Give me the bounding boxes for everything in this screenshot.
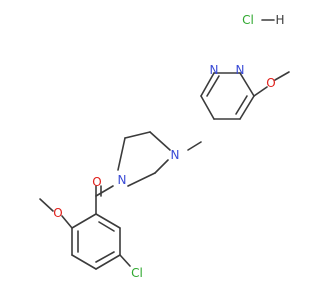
bond-o-ch3-top bbox=[274, 71, 290, 81]
bond-c6-c5 bbox=[239, 95, 255, 120]
methoxy-bottom-o-label: O bbox=[53, 206, 62, 220]
bond-lines bbox=[39, 19, 290, 270]
bond-c6-c5-double bbox=[235, 95, 248, 115]
bond-c6-o bbox=[253, 86, 268, 97]
bond-n1-c6 bbox=[239, 72, 255, 97]
bond-pip-3 bbox=[117, 137, 126, 171]
bond-ring-6 bbox=[95, 213, 121, 229]
bond-ring-4-double bbox=[95, 251, 115, 263]
bond-pip-1 bbox=[149, 131, 171, 151]
structure-svg: Cl H N N O N N O O Cl bbox=[39, 13, 290, 280]
bond-pip-5 bbox=[154, 159, 169, 174]
bond-c4-n-pip bbox=[187, 141, 202, 151]
carbonyl-o-label: O bbox=[92, 175, 101, 189]
ring-cl-label: Cl bbox=[131, 266, 143, 280]
bond-pip-4 bbox=[127, 172, 156, 187]
atom-labels: Cl H N N O N N O O Cl bbox=[53, 13, 284, 280]
methoxy-top-o-label: O bbox=[266, 76, 275, 90]
bond-c4-c3 bbox=[200, 95, 215, 120]
bond-ring-1 bbox=[71, 213, 97, 229]
piperazine-n-left-label: N bbox=[118, 173, 127, 187]
pyridazine-n2-label: N bbox=[210, 63, 219, 77]
molecule-diagram: Cl H N N O N N O O Cl bbox=[39, 13, 290, 280]
bond-ring-cl bbox=[119, 254, 131, 267]
pyridazine-n1-label: N bbox=[236, 63, 245, 77]
bond-pyr-c3-n2 bbox=[200, 72, 215, 97]
bond-ring-6-double bbox=[98, 221, 115, 232]
bond-n-co bbox=[95, 185, 114, 197]
salt-h-label: H bbox=[275, 13, 284, 27]
bond-ring-3 bbox=[71, 254, 97, 270]
salt-cl-label: Cl bbox=[242, 13, 254, 27]
piperazine-n-right-label: N bbox=[171, 148, 180, 162]
bond-pip-2 bbox=[124, 131, 151, 139]
bond-pyr-c3-n2-double bbox=[206, 75, 220, 97]
bond-o-ch3-bottom bbox=[39, 198, 54, 212]
bond-ring-o bbox=[61, 215, 73, 229]
bond-ring-4 bbox=[95, 254, 121, 270]
